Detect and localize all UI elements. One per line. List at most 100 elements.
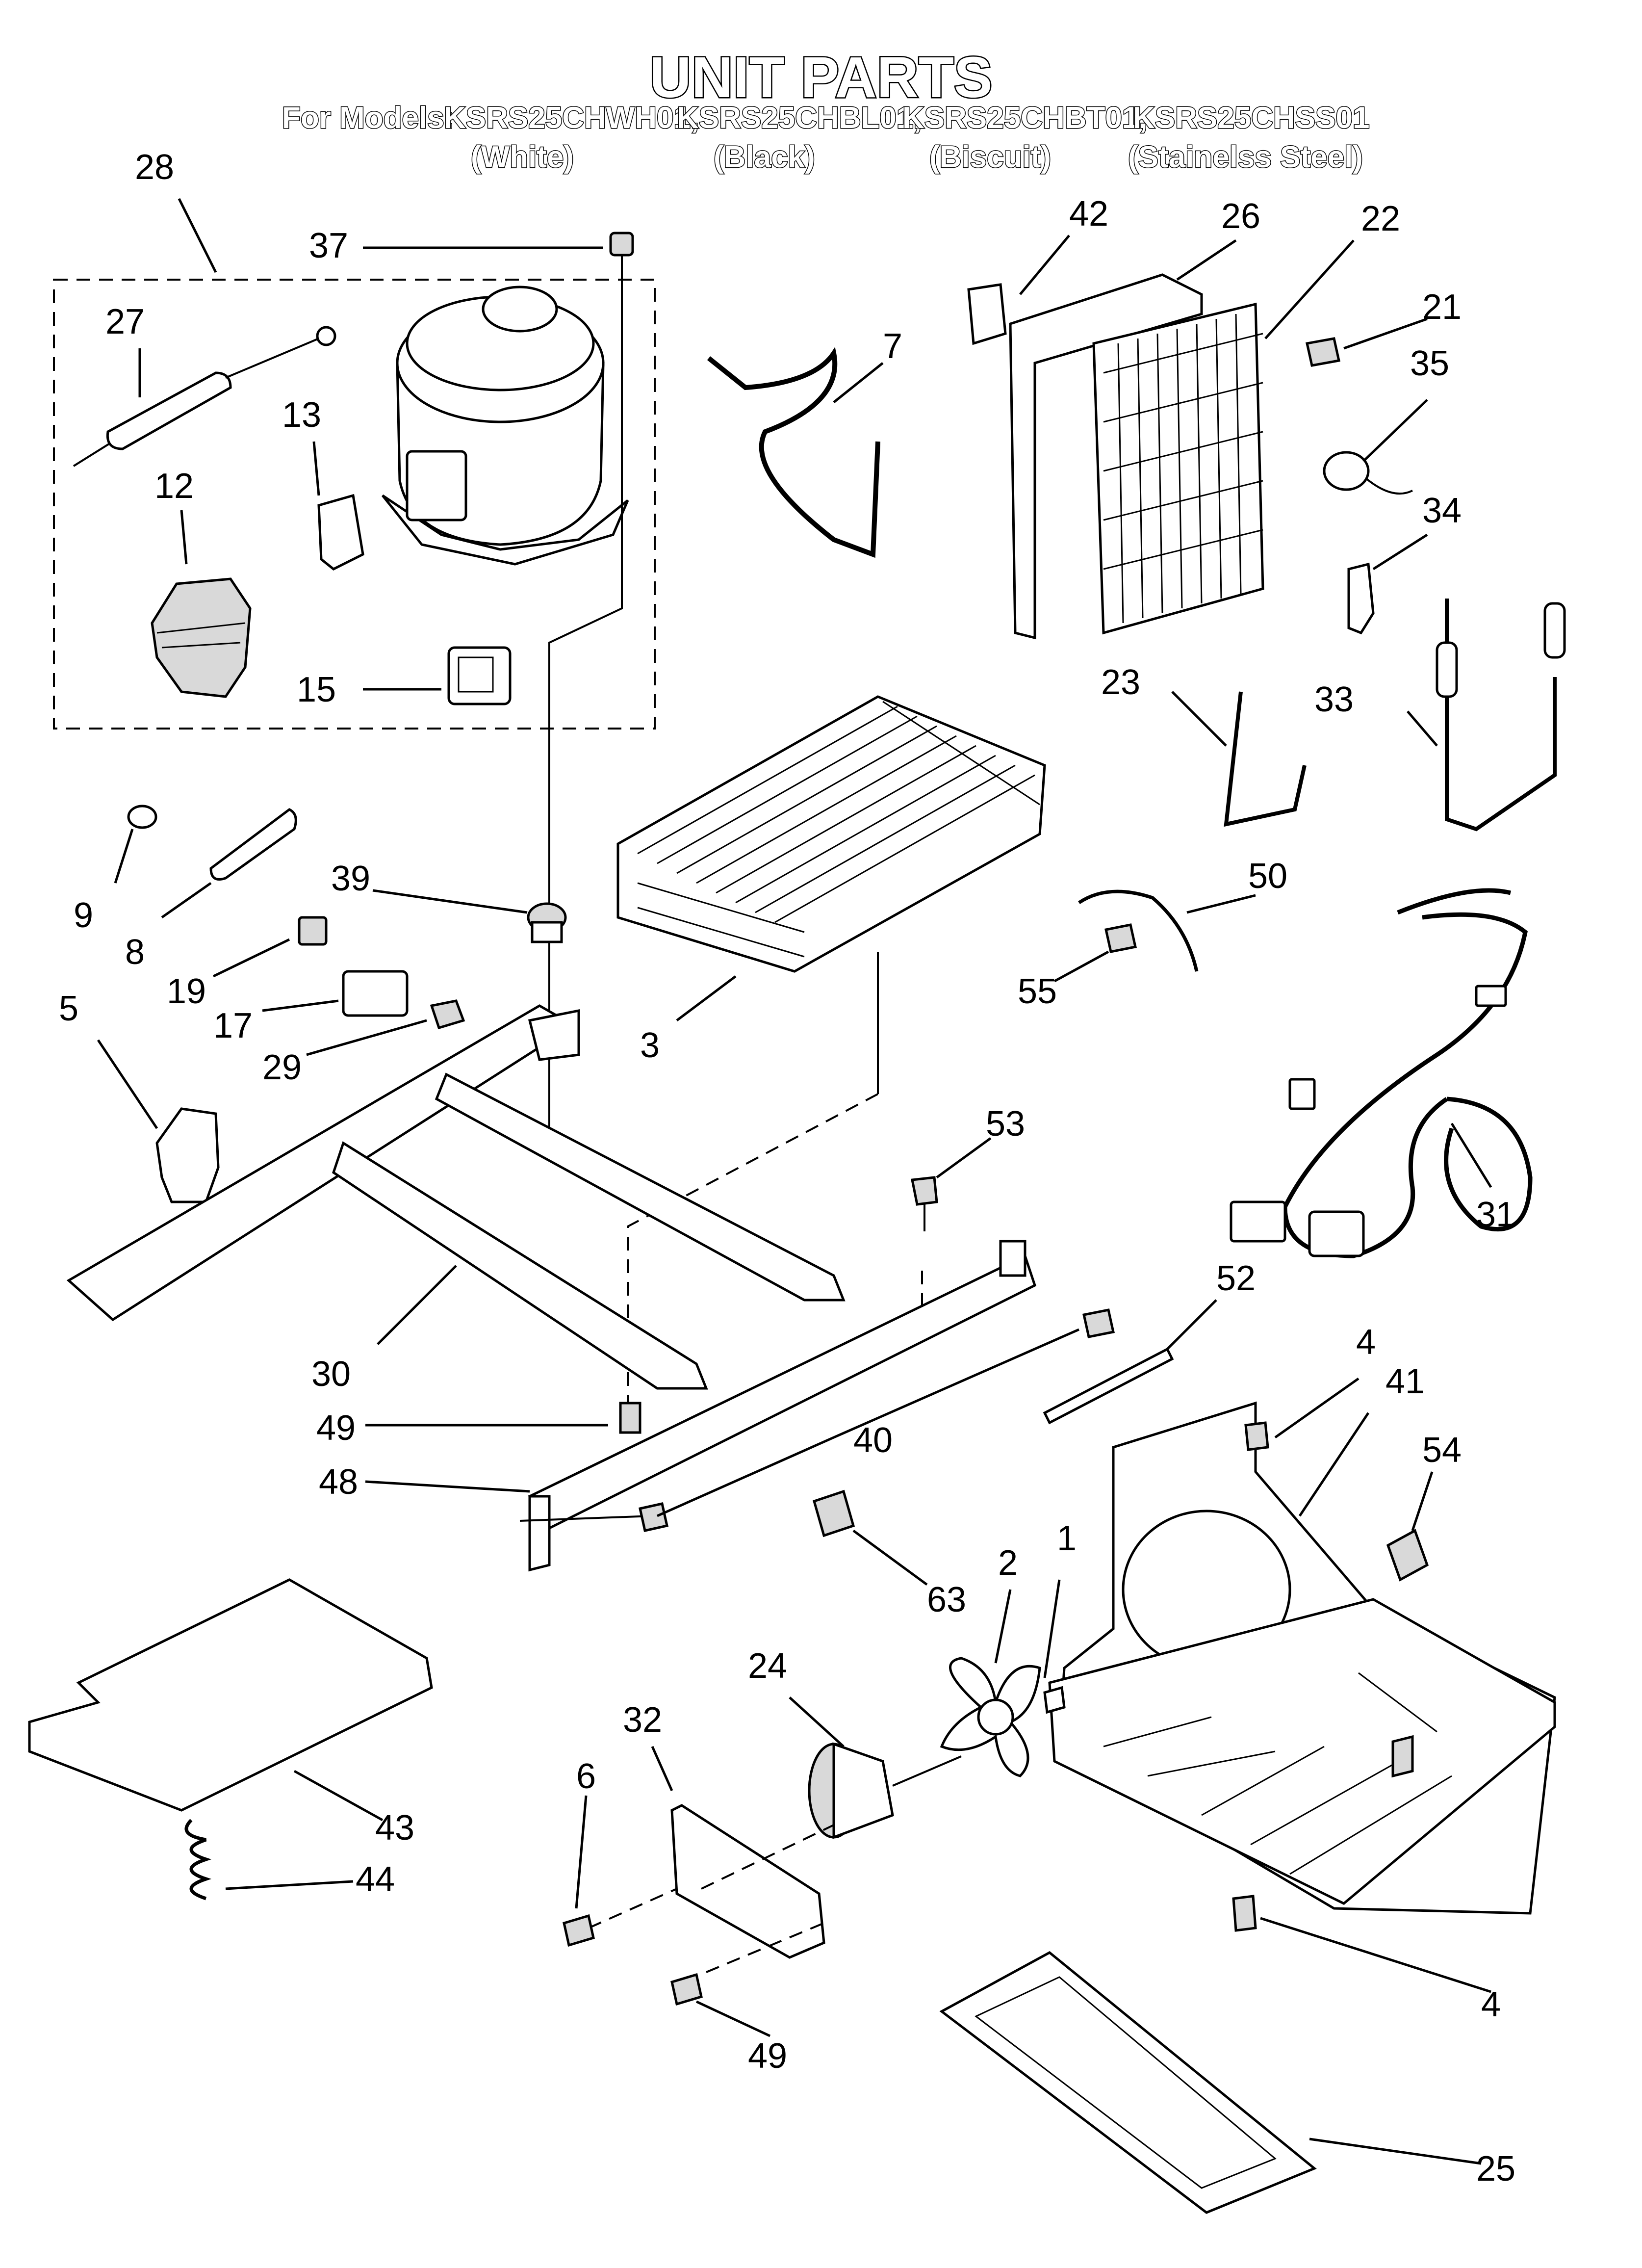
callout-49: 49 [316,1408,356,1448]
tube-part [1224,691,1307,827]
callout-35: 35 [1410,344,1449,383]
callout-32: 32 [623,1700,662,1740]
callout-3: 3 [640,1026,660,1065]
clip-part [298,916,328,946]
callout-29: 29 [262,1048,302,1087]
callout-25: 25 [1476,2149,1515,2189]
grommet-part [127,805,157,829]
callout-4: 4 [1481,1985,1501,2024]
callout-55: 55 [1018,972,1057,1011]
model-color: (White) [470,140,574,175]
screw-part [619,1402,641,1434]
callout-49: 49 [748,2036,787,2076]
screw-part [1082,1308,1115,1338]
callout-22: 22 [1361,199,1400,238]
relay-part [151,577,252,698]
screw-part [1244,1421,1269,1451]
clip-part [155,1107,220,1203]
compressor-part [382,286,629,566]
callout-19: 19 [167,972,206,1011]
callout-40: 40 [853,1421,893,1460]
capacitor-part [342,970,409,1017]
callout-43: 43 [375,1808,414,1848]
tube-part [707,347,880,558]
model-number: KSRS25CHBT01, [902,101,1149,136]
clip-part [1347,562,1375,635]
bracket-part [1078,889,1199,972]
tube-part [1436,599,1566,832]
cable-tie-part [1043,1347,1174,1425]
callout-53: 53 [986,1104,1025,1144]
condenser-part [1092,302,1264,635]
callout-17: 17 [213,1006,253,1045]
insulation-pad-part [28,1578,433,1812]
bracket-part [1043,1686,1066,1714]
callout-37: 37 [309,226,348,265]
callout-28: 28 [135,148,174,187]
page-title: UNIT PARTS [648,44,994,111]
leader-lines [97,198,1492,2165]
callout-24: 24 [748,1646,787,1686]
callout-15: 15 [297,670,336,709]
model-number: KSRS25CHBL01, [676,101,923,136]
grommet-part [527,902,567,943]
callout-52: 52 [1216,1259,1256,1298]
callout-31: 31 [1476,1195,1515,1234]
callout-13: 13 [282,395,321,435]
thermistor-part [1323,451,1413,495]
screw-part [911,1176,938,1206]
callout-30: 30 [311,1355,351,1394]
evaporator-part [616,695,1046,973]
callout-1: 1 [1057,1519,1077,1558]
callout-26: 26 [1221,197,1260,236]
callout-39: 39 [331,859,370,898]
callout-8: 8 [125,933,145,972]
callout-6: 6 [576,1757,596,1796]
callout-21: 21 [1422,287,1462,327]
callout-42: 42 [1069,194,1108,234]
callout-27: 27 [105,302,145,341]
screw-part [430,999,465,1030]
screw-part [563,1914,595,1947]
screw-part [1104,923,1137,953]
callout-4: 4 [1356,1323,1376,1362]
callout-33: 33 [1314,680,1354,719]
model-color: (Stainelss Steel) [1128,140,1364,175]
callout-41: 41 [1385,1362,1425,1401]
overload-part [447,646,512,705]
clip-part [317,494,364,571]
base-pan-part [1048,1401,1556,1915]
screw-part [639,1502,668,1532]
callout-54: 54 [1422,1431,1462,1470]
base-rail-part [66,1004,846,1390]
callout-5: 5 [59,989,78,1028]
fitting-part [812,1489,855,1538]
callout-2: 2 [998,1543,1018,1583]
wire-harness-part [1230,888,1533,1258]
callout-7: 7 [883,327,902,366]
fan-motor-part [808,1742,962,1839]
spring-part [184,1819,212,1901]
drier-part [73,326,336,467]
callout-34: 34 [1422,491,1462,530]
compressor-kit-boundary [53,279,656,730]
callout-9: 9 [74,896,93,935]
screw-part [670,1973,703,2006]
callout-63: 63 [927,1580,966,1619]
callout-23: 23 [1101,663,1140,702]
model-color: (Biscuit) [929,140,1052,175]
callout-labels: 28 37 27 13 12 15 42 26 22 21 35 34 7 23… [59,148,1515,2189]
callout-44: 44 [356,1860,395,1899]
tube-part [209,808,297,881]
screw-part [609,232,634,302]
drain-pan-part [939,1951,1317,2214]
fan-bracket-part [670,1804,825,1959]
model-number: KSRS25CHWH01, [443,101,699,136]
fan-blade-part [940,1657,1041,1777]
screw-part [1232,1895,1257,1932]
wire-nut-part [1386,1529,1429,1582]
callout-12: 12 [154,467,194,506]
model-color: (Black) [713,140,816,175]
front-rail-part [528,1240,1037,1572]
